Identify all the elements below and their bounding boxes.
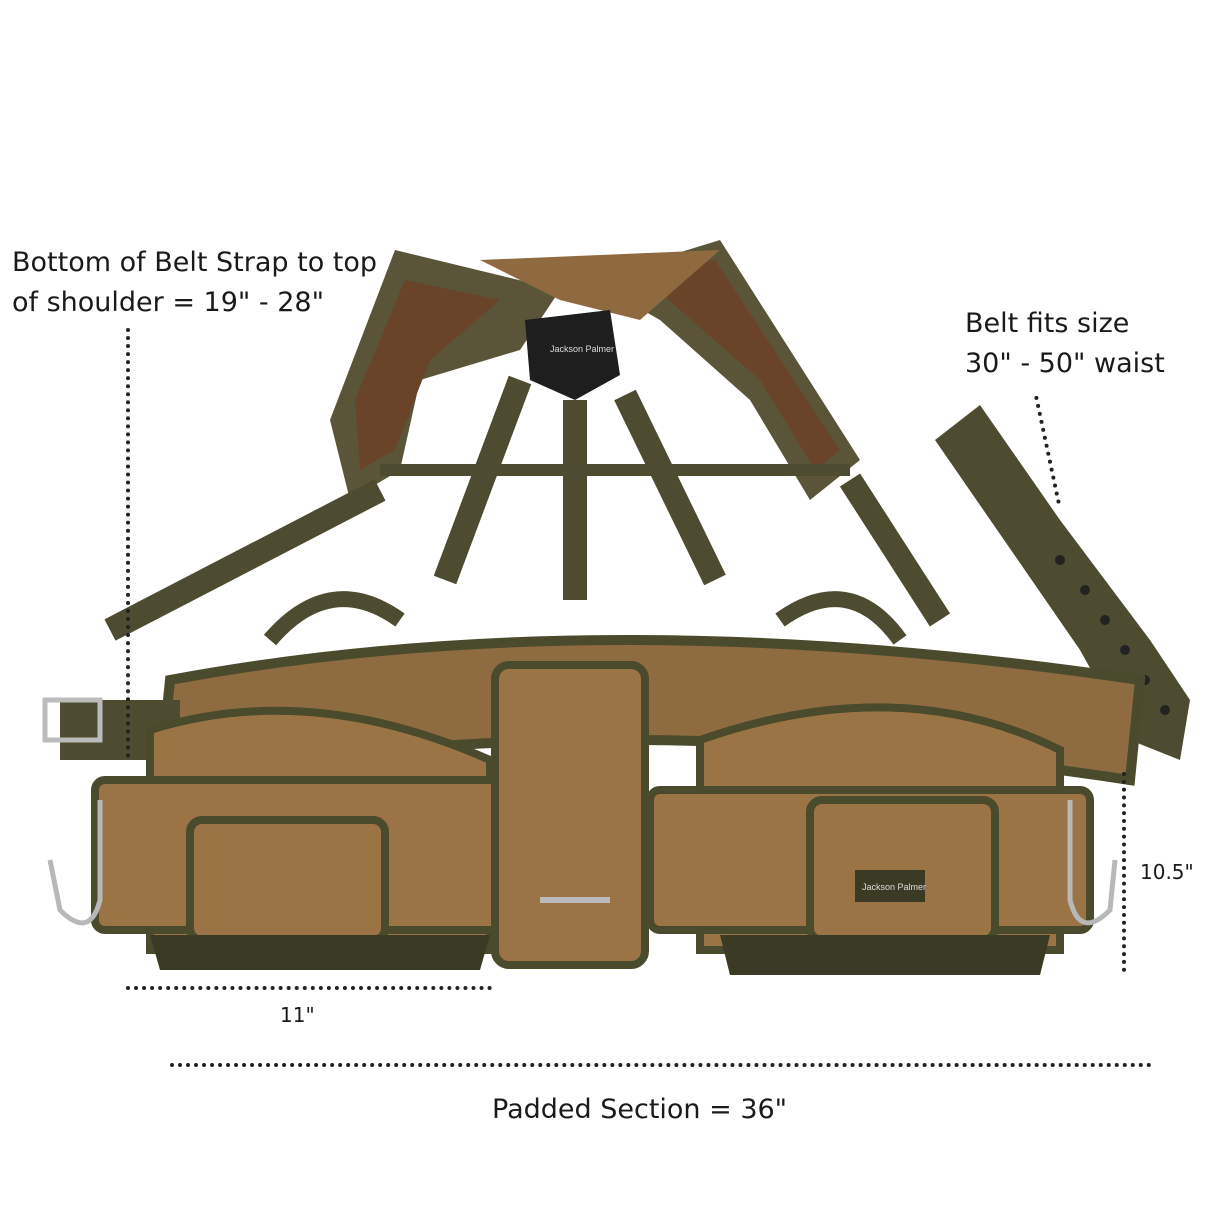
logo-patch: [525, 310, 620, 400]
pouch-width-line: [126, 986, 492, 990]
pouch-height-line: [1122, 772, 1126, 972]
hook-right: [1067, 800, 1118, 926]
center-pouch: [491, 661, 649, 969]
brand-label: [855, 870, 925, 902]
shoulder-label-line1: Bottom of Belt Strap to top: [12, 247, 378, 278]
pouch-height-label: 10.5": [1140, 860, 1194, 884]
svg-text:Jackson Palmer: Jackson Palmer: [550, 344, 614, 354]
belt-size-label-line1: Belt fits size: [965, 308, 1130, 339]
pouch-width-label: 11": [280, 1003, 315, 1027]
svg-text:Jackson Palmer: Jackson Palmer: [862, 882, 926, 892]
belt-buckle: [42, 697, 103, 743]
padded-section-label: Padded Section = 36": [492, 1094, 788, 1125]
shoulder-dimension-line: [126, 328, 130, 758]
belt-tail: [935, 405, 1190, 760]
padded-section-line: [170, 1063, 1152, 1067]
shoulder-pad-right: [590, 240, 860, 500]
shoulder-label-line2: of shoulder = 19" - 28": [12, 287, 325, 318]
belt-size-label-line2: 30" - 50" waist: [965, 348, 1165, 379]
hook-left: [47, 800, 103, 926]
